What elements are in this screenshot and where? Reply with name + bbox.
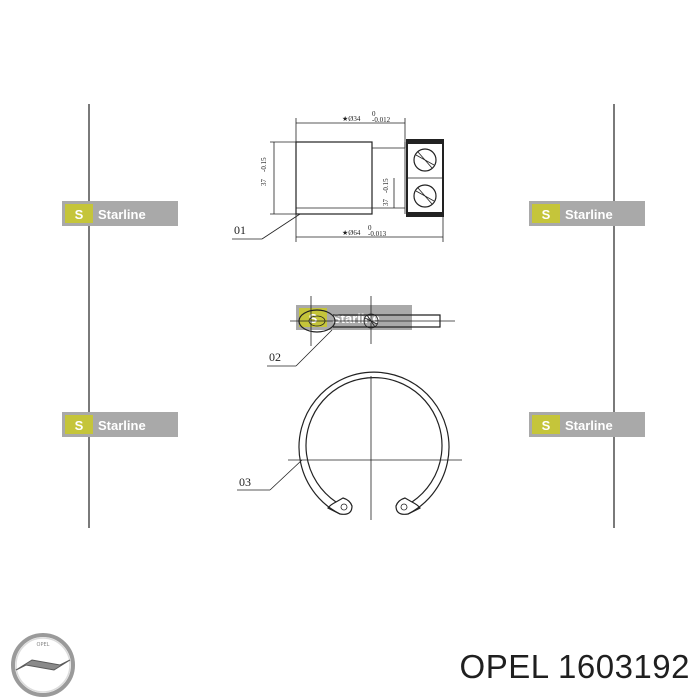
watermark-text: Starline [98, 418, 146, 433]
width-left-label: 37 [260, 179, 268, 187]
inner-tol-bottom: -0.012 [372, 116, 391, 124]
outer-tol-top: 0 [368, 224, 372, 232]
part-label-02: 02 [269, 350, 281, 364]
watermark-top-left: S Starline [62, 201, 178, 226]
part-label-01: 01 [234, 223, 246, 237]
circlip-drawing: 03 [237, 371, 462, 520]
inner-tol-top: 0 [372, 110, 376, 118]
clip-drawing: 02 [267, 296, 455, 367]
bearing-ball-upper [413, 148, 437, 172]
outer-tol-bottom: -0.013 [368, 230, 387, 238]
watermark-text: Starline [98, 207, 146, 222]
outer-diameter-label: ★Ø64 [342, 229, 361, 237]
opel-logo-icon: OPEL [11, 633, 75, 697]
svg-text:S: S [309, 311, 318, 326]
inner-diameter-label: ★Ø34 [342, 115, 361, 123]
bearing-inner-body [295, 141, 373, 215]
bearing-drawing: ★Ø34 0 -0.012 ★Ø64 0 -0.013 37 -0.15 37 … [232, 110, 444, 242]
svg-text:S: S [542, 207, 551, 222]
width-left-tol: -0.15 [260, 157, 268, 172]
part-label-03: 03 [239, 475, 251, 489]
svg-text:S: S [75, 418, 84, 433]
watermark-text: Starline [565, 418, 613, 433]
footer-part-number: OPEL 1603192 [459, 648, 690, 685]
watermark-bottom-left: S Starline [62, 412, 178, 437]
svg-text:OPEL: OPEL [37, 642, 50, 648]
watermark-top-right: S Starline [529, 201, 645, 226]
width-right-tol: -0.15 [382, 178, 390, 193]
svg-text:S: S [542, 418, 551, 433]
watermark-center: S Starline [296, 305, 412, 330]
width-right-label: 37 [382, 199, 390, 207]
svg-text:S: S [75, 207, 84, 222]
watermark-text: Starline [565, 207, 613, 222]
watermark-bottom-right: S Starline [529, 412, 645, 437]
bearing-ball-lower [413, 184, 437, 208]
